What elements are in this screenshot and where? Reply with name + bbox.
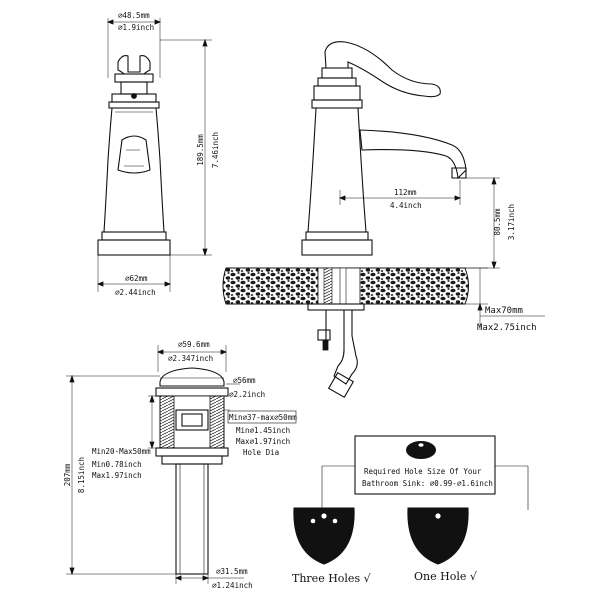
front-view: ⌀48.5mm ⌀1.9inch 189.5mm 7.46inch ⌀62mm <box>96 11 220 297</box>
one-hole-label: One Hole √ <box>414 570 478 583</box>
base-plate-side <box>301 239 373 256</box>
arrow-head <box>220 349 228 355</box>
note-box <box>354 435 496 495</box>
hose-fitting <box>327 371 355 399</box>
note-line-1: Required Hole Size Of Your <box>364 467 482 476</box>
arrow-head <box>477 302 483 311</box>
drain-flange <box>155 387 229 397</box>
dim-label: Max2.75inch <box>477 323 537 333</box>
one-hole-sink-icon <box>407 507 469 565</box>
side-view: 112mm 4.4inch 80.5mm 3.17inch Max70mm Ma… <box>222 41 545 399</box>
dim-label: Min⌀37-max⌀50mm <box>229 413 297 422</box>
cartridge-ring-side <box>317 77 357 87</box>
faucet-body-front <box>103 107 165 233</box>
dim-label: 80.5mm <box>493 208 502 236</box>
spout-detail <box>124 149 144 167</box>
dim-label: Hole Dia <box>243 448 279 457</box>
three-hole-sink-icon <box>293 507 355 565</box>
arrow-head <box>454 195 462 201</box>
faucet-hole-icon <box>332 518 338 524</box>
dim-label: ⌀62mm <box>125 274 148 283</box>
handle-lever <box>117 55 151 75</box>
dim-label: Min0.78inch <box>92 460 142 469</box>
dim-label: Max70mm <box>485 306 523 316</box>
dim-label: Max1.97inch <box>92 471 142 480</box>
arrow-head <box>491 261 497 270</box>
cartridge-ring <box>108 101 160 109</box>
handle-collar <box>114 73 154 83</box>
arrow-head <box>202 248 208 257</box>
handle-cap <box>120 81 148 95</box>
mounting-shank <box>323 267 333 305</box>
dim-label: 112mm <box>394 188 417 197</box>
dim-label: ⌀1.24inch <box>212 581 253 590</box>
drain-bore <box>173 395 211 449</box>
stopper-inner <box>181 413 203 427</box>
arrow-head <box>149 441 155 450</box>
arrow-head <box>69 567 75 576</box>
dim-label: Min⌀1.45inch <box>236 426 290 435</box>
dim-label: ⌀56mm <box>233 376 256 385</box>
faucet-body-side <box>307 107 367 233</box>
dim-label: ⌀59.6mm <box>178 340 210 349</box>
sink-hole-note: Required Hole Size Of Your Bathroom Sink… <box>292 435 529 585</box>
arrow-head <box>149 394 155 403</box>
drain-nut <box>155 447 229 457</box>
base-ring <box>101 231 167 241</box>
arrow-head <box>156 349 164 355</box>
handle-lever-side <box>324 41 441 98</box>
faucet-hole-icon <box>435 513 441 519</box>
faucet-hole-icon <box>310 518 316 524</box>
arrow-head <box>202 575 210 581</box>
faucet-hole-icon <box>321 513 327 519</box>
dim-label: ⌀2.44inch <box>115 288 156 297</box>
spout-side <box>359 129 467 180</box>
base-plate <box>97 239 171 256</box>
arrow-head <box>202 38 208 47</box>
drain-cap <box>159 367 225 387</box>
dim-label: 4.4inch <box>390 201 422 210</box>
arrow-head <box>174 575 182 581</box>
supply-hose <box>333 330 358 385</box>
dim-label: 7.46inch <box>211 132 220 168</box>
dim-label: ⌀2.2inch <box>229 390 265 399</box>
arrow-head <box>69 374 75 383</box>
arrow-head <box>106 19 114 25</box>
cartridge-ring-side <box>311 99 363 109</box>
drain-assembly: ⌀59.6mm ⌀2.347inch ⌀56mm ⌀2.2inch Min⌀37… <box>63 340 297 590</box>
label-box <box>227 410 297 424</box>
three-holes-label: Three Holes √ <box>292 572 372 585</box>
mounting-rod <box>339 267 347 305</box>
fitting <box>317 329 331 341</box>
arrow-head <box>338 195 346 201</box>
dim-label: ⌀1.9inch <box>118 23 154 32</box>
dim-label: Min20-Max50mm <box>92 447 151 456</box>
stopper <box>175 409 209 431</box>
tail-pipe <box>175 463 209 575</box>
dim-label: Max⌀1.97inch <box>236 437 290 446</box>
dim-label: 189.5mm <box>196 134 205 166</box>
spout-front <box>117 135 151 174</box>
handle-collar-side <box>321 67 353 79</box>
dim-label: 3.17inch <box>507 204 516 240</box>
arrow-head <box>164 281 172 287</box>
sink-hole-icon <box>418 443 424 447</box>
sink-basin-icon <box>406 441 436 459</box>
dim-label: 207mm <box>63 463 72 486</box>
drain-washer <box>161 455 223 465</box>
dim-label: ⌀2.347inch <box>168 354 213 363</box>
dim-label: 8.15inch <box>77 457 86 493</box>
fitting-nut <box>322 339 329 351</box>
dim-label: ⌀31.5mm <box>216 567 248 576</box>
dim-label: ⌀48.5mm <box>118 11 150 20</box>
arrow-head <box>96 281 104 287</box>
arrow-head <box>154 19 162 25</box>
cartridge-ring-side <box>313 85 361 101</box>
base-ring-side <box>305 231 369 241</box>
arrow-head <box>491 176 497 185</box>
mounting-nut <box>307 303 365 311</box>
note-line-2: Bathroom Sink: ⌀0.99-⌀1.6inch <box>362 479 493 488</box>
